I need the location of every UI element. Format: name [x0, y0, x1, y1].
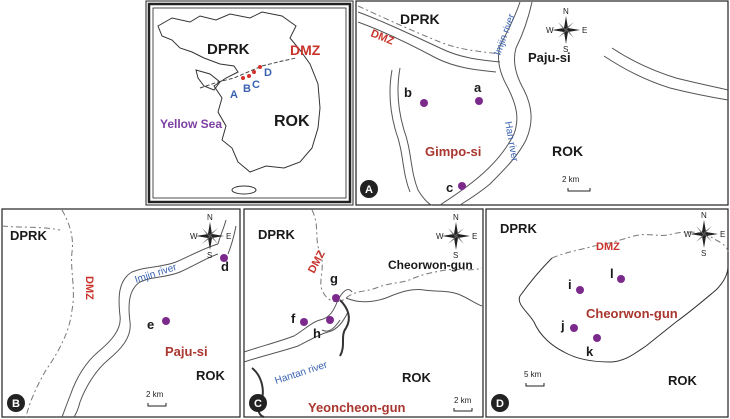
overview-site-c: C: [252, 79, 260, 91]
panel-d-point-j-label: j: [560, 318, 565, 333]
panel-b-scale-bar: [147, 403, 167, 407]
panel-d-badge-label: D: [496, 398, 504, 410]
svg-text:W: W: [190, 232, 198, 241]
panel-b-rok-label: ROK: [196, 368, 226, 383]
panel-a-site-b: [420, 99, 428, 107]
panel-b-site-d: [220, 254, 228, 262]
svg-text:W: W: [436, 232, 444, 241]
panel-b-point-e-label: e: [147, 317, 154, 332]
panel-d-point-k-label: k: [586, 344, 594, 359]
panel-c-rok-label: ROK: [402, 370, 432, 385]
svg-text:N: N: [701, 211, 707, 220]
svg-text:N: N: [453, 213, 459, 222]
panel-d-cheorwon-label: Cheorwon-gun: [586, 306, 678, 321]
panel-b-badge-label: B: [12, 398, 20, 410]
panel-a-site-c: [458, 182, 466, 190]
svg-text:S: S: [207, 251, 212, 260]
panel-c-cheorwon-label: Cheorwon-gun: [388, 258, 473, 272]
panel-d-site-j: [570, 324, 578, 332]
panel-c-badge: [249, 394, 267, 412]
panel-c-scale-label: 2 km: [454, 396, 472, 405]
panel-a-rok-label: ROK: [552, 143, 583, 159]
panel-b-dmz-label: DMZ: [83, 276, 95, 300]
panel-a-site-a: [475, 97, 483, 105]
overview-site-a: A: [230, 89, 238, 101]
panel-d-scale-bar: [525, 383, 545, 387]
panel-a-point-c-label: c: [446, 180, 453, 195]
svg-text:E: E: [582, 26, 587, 35]
overview-dmz-label: DMZ: [290, 42, 321, 58]
panel-a-scale-bar: [567, 188, 591, 192]
panel-c-yeoncheon-label: Yeoncheon-gun: [308, 400, 406, 415]
panel-d-dmz-label: DMZ: [596, 241, 620, 253]
panel-a-point-a-label: a: [474, 80, 482, 95]
panel-d-scale-label: 5 km: [524, 370, 542, 379]
panel-b: N S E W DPRK DMZ Imjin river Paju-si ROK…: [1, 208, 241, 418]
overview-yellow-sea-label: Yellow Sea: [160, 117, 222, 131]
svg-text:E: E: [226, 232, 231, 241]
panel-a-dprk-label: DPRK: [400, 11, 440, 27]
panel-a-scale-label: 2 km: [562, 175, 580, 184]
peninsula-outline: [157, 11, 321, 173]
panel-c: N S E W DPRK DMZ Cheorwon-gun Hantan riv…: [243, 208, 484, 418]
panel-a-paju-label: Paju-si: [528, 50, 571, 65]
panel-d: N S E W DPRK DMZ Cheorwon-gun ROK i l j …: [485, 208, 729, 418]
overview-rok-label: ROK: [274, 113, 310, 130]
panel-c-site-h: [326, 316, 334, 324]
panel-a-badge-label: A: [365, 184, 373, 196]
panel-b-dprk-label: DPRK: [10, 228, 47, 243]
panel-c-site-f: [300, 318, 308, 326]
panel-b-site-e: [162, 317, 170, 325]
overview-site-d: D: [264, 67, 272, 79]
overview-dprk-label: DPRK: [207, 41, 250, 58]
svg-text:N: N: [207, 213, 213, 222]
panel-d-dprk-label: DPRK: [500, 221, 537, 236]
panel-d-site-i: [576, 286, 584, 294]
svg-text:N: N: [563, 7, 569, 16]
panel-a-point-b-label: b: [404, 85, 412, 100]
svg-text:E: E: [472, 232, 477, 241]
panel-a-badge: [360, 180, 378, 198]
panel-d-site-l: [617, 275, 625, 283]
panel-d-point-l-label: l: [610, 266, 614, 281]
svg-text:S: S: [453, 251, 458, 260]
panel-d-point-i-label: i: [568, 277, 572, 292]
overview-panel: DPRK DMZ ROK Yellow Sea A B C D: [145, 0, 354, 206]
svg-text:W: W: [546, 26, 554, 35]
panel-c-dprk-label: DPRK: [258, 227, 295, 242]
panel-c-badge-label: C: [254, 398, 262, 410]
panel-b-paju-label: Paju-si: [165, 344, 208, 359]
svg-text:S: S: [563, 45, 568, 54]
panel-b-badge: [7, 394, 25, 412]
panel-a: N S E W DPRK DMZ Imjin river Han river P…: [355, 0, 729, 206]
panel-d-site-k: [593, 334, 601, 342]
panel-b-scale-label: 2 km: [146, 390, 164, 399]
overview-site-b: B: [243, 83, 251, 95]
panel-c-point-f-label: f: [291, 311, 296, 326]
panel-d-badge: [491, 394, 509, 412]
svg-text:W: W: [684, 230, 692, 239]
panel-c-site-g: [332, 294, 340, 302]
panel-d-rok-label: ROK: [668, 373, 698, 388]
panel-a-gimpo-label: Gimpo-si: [425, 144, 481, 159]
svg-text:S: S: [701, 249, 706, 258]
panel-b-point-d-label: d: [221, 259, 229, 274]
svg-text:E: E: [720, 230, 725, 239]
panel-c-point-g-label: g: [330, 271, 338, 286]
panel-c-scale-bar: [453, 408, 473, 412]
panel-c-point-h-label: h: [313, 326, 321, 341]
